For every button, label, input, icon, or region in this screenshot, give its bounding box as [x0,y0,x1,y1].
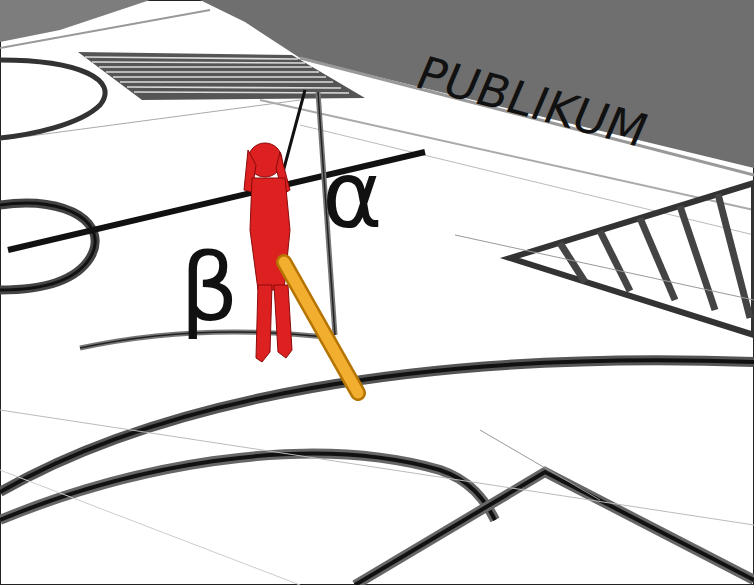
vault-pole [284,262,358,393]
athlete-figure [244,143,292,362]
floor-line [0,10,210,48]
angle-symbol: β [180,243,239,335]
grey-floor [0,0,150,42]
floor-grating [78,52,365,100]
angle-symbol: α [322,150,383,242]
angle-lines [80,90,335,348]
hatched-zone [455,183,754,335]
